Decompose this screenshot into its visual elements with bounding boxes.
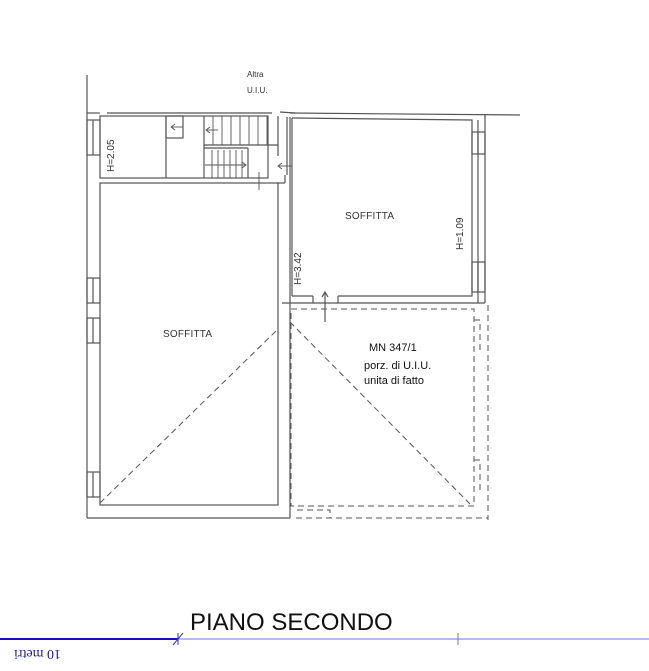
annotation-line1: MN 347/1 (369, 342, 417, 354)
neighbor-label-line2: U.I.U. (247, 86, 268, 95)
scale-label: 10 metri (14, 646, 62, 661)
drawing-title: PIANO SECONDO (190, 609, 393, 636)
annotation-line2: porz. di U.I.U. (364, 360, 432, 372)
annotation-line3: unita di fatto (364, 375, 424, 387)
height-label-corridor: H=3.42 (293, 252, 304, 285)
height-label-stair-room: H=2.05 (106, 139, 117, 172)
neighbor-label-line1: Altra (247, 70, 264, 79)
room-label-soffitta-right: SOFFITTA (345, 211, 395, 222)
room-label-soffitta-left: SOFFITTA (163, 329, 213, 340)
height-label-right-room: H=1.09 (455, 217, 466, 250)
